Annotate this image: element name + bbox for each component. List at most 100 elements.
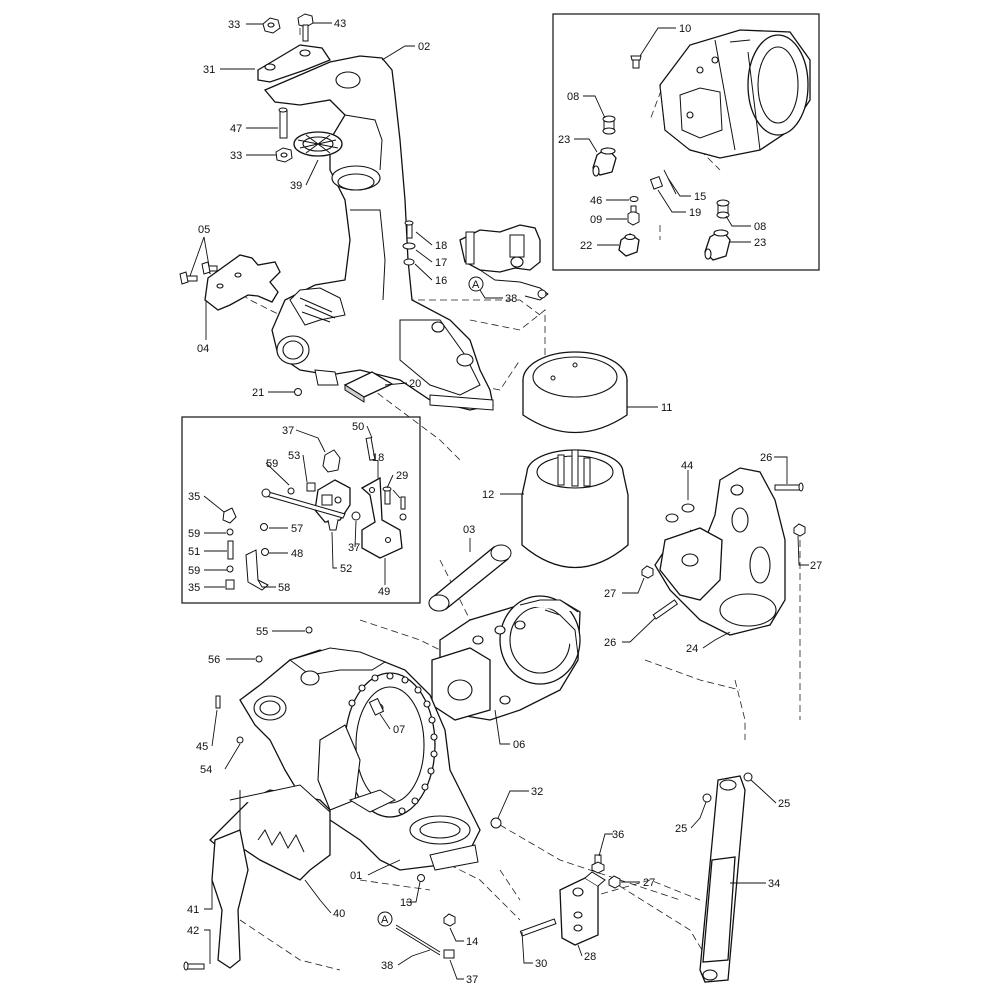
bolt-part-33-top (262, 17, 281, 34)
callout-label: 13 (400, 897, 412, 909)
callout-label: 38 (381, 960, 393, 972)
callout-label: 34 (768, 878, 780, 890)
callout-label: 55 (256, 626, 268, 638)
callout-label: 01 (350, 870, 362, 882)
inset-part-48 (261, 548, 269, 556)
bearing-ring-part-39 (293, 131, 343, 157)
callout-label: 25 (675, 823, 687, 835)
part-55 (305, 626, 313, 634)
inset-valve-body-part-52 (314, 479, 351, 531)
inset-bolt-part-50 (365, 437, 376, 461)
elbow-part-23-right (704, 229, 731, 261)
callout-labels: 33 43 02 31 47 33 39 05 18 17 16 38 04 2… (187, 18, 822, 986)
callout-label: 31 (203, 64, 215, 76)
callout-label: 22 (580, 240, 592, 252)
elbow-part-23-left (592, 147, 617, 177)
callout-label: 35 (188, 582, 200, 594)
air-spring-bellows-part-12 (521, 449, 629, 569)
callout-label: 05 (198, 224, 210, 236)
callout-label: 50 (352, 421, 364, 433)
callout-label: 07 (393, 724, 405, 736)
callout-label: 11 (661, 402, 672, 414)
callout-label: 57 (291, 523, 303, 535)
callout-label: 30 (535, 958, 547, 970)
bushing-part-25-right (743, 772, 753, 782)
inset-bracket-part-58 (245, 549, 269, 591)
callout-label: 02 (418, 41, 430, 53)
callout-label: 10 (679, 23, 691, 35)
inset-fitting-part-53 (306, 482, 316, 492)
callout-label: 04 (197, 343, 209, 355)
callout-label: 59 (188, 565, 200, 577)
callout-label: 08 (754, 221, 766, 233)
fitting-part-37-lower (443, 949, 455, 959)
marker-label: A (472, 279, 480, 291)
fitting-part-19 (649, 175, 664, 190)
inset-fitting-part-35-low (225, 579, 235, 590)
callout-label: 08 (567, 91, 579, 103)
bushing-part-25-left (702, 793, 712, 803)
callout-label: 47 (230, 123, 242, 135)
callout-label: 37 (466, 974, 478, 986)
callout-label: 33 (228, 19, 240, 31)
marker-label: A (381, 914, 389, 926)
upper-plate-part-31 (257, 44, 331, 83)
mounting-bracket-part-24 (654, 467, 786, 636)
callout-label: 38 (505, 293, 517, 305)
gear-motor-part-06 (431, 595, 581, 721)
callout-label: 23 (558, 134, 570, 146)
callout-label: 33 (230, 150, 242, 162)
tube-part-15 (663, 169, 677, 195)
callout-label: 21 (252, 387, 264, 399)
valve-linkage-part-38 (459, 224, 549, 301)
callout-label: 27 (643, 877, 655, 889)
callout-label: 24 (686, 643, 698, 655)
nut-part-33-mid (275, 147, 293, 163)
bolt-part-36 (591, 854, 605, 874)
inset-part-59-mid (226, 528, 234, 536)
nut-part-27-right (793, 523, 806, 537)
rod-part-38-lower (395, 924, 441, 956)
inset-box-motor-fittings (552, 13, 820, 271)
callout-label: 54 (200, 764, 212, 776)
callout-label: 35 (188, 491, 200, 503)
callout-label: 37 (282, 425, 294, 437)
nut-part-27-left (641, 565, 654, 579)
callout-label: 28 (584, 951, 596, 963)
callout-label: 42 (187, 925, 199, 937)
connection-marker-upper: A (468, 276, 484, 292)
nut-part-21 (294, 388, 302, 396)
bolt-part-26-lower (652, 599, 679, 620)
nut-part-27-lower (608, 875, 621, 889)
inset-fitting-part-37-top (322, 449, 341, 473)
callout-label: 27 (810, 560, 822, 572)
callout-label: 44 (681, 460, 693, 472)
bolt-part-42 (183, 961, 205, 971)
callout-label: 59 (266, 458, 278, 470)
inset-box-valve-assembly (181, 416, 421, 604)
oring-part-46 (629, 196, 639, 202)
callout-label: 26 (760, 452, 772, 464)
callout-label: 40 (333, 908, 345, 920)
callout-label: 41 (187, 904, 199, 916)
pin-part-47 (278, 107, 288, 139)
valve-lever-arm (261, 488, 346, 519)
callout-label: 25 (778, 798, 790, 810)
callout-label: 37 (348, 542, 360, 554)
callout-label: 32 (531, 786, 543, 798)
bolt-part-43 (297, 13, 314, 42)
part-54 (236, 736, 244, 744)
inset-motor-housing-part-10 (659, 29, 811, 159)
callout-label: 18 (435, 240, 447, 252)
callout-label: 16 (435, 275, 447, 287)
washer-part-17 (402, 242, 416, 250)
callout-label: 48 (291, 548, 303, 560)
bolt-part-30 (519, 918, 557, 937)
inset-fitting-part-35-top (222, 507, 237, 524)
callout-label: 19 (689, 207, 701, 219)
callout-label: 36 (612, 829, 624, 841)
callout-label: 51 (188, 546, 200, 558)
callout-label: 58 (278, 582, 290, 594)
callout-label: 14 (466, 936, 478, 948)
